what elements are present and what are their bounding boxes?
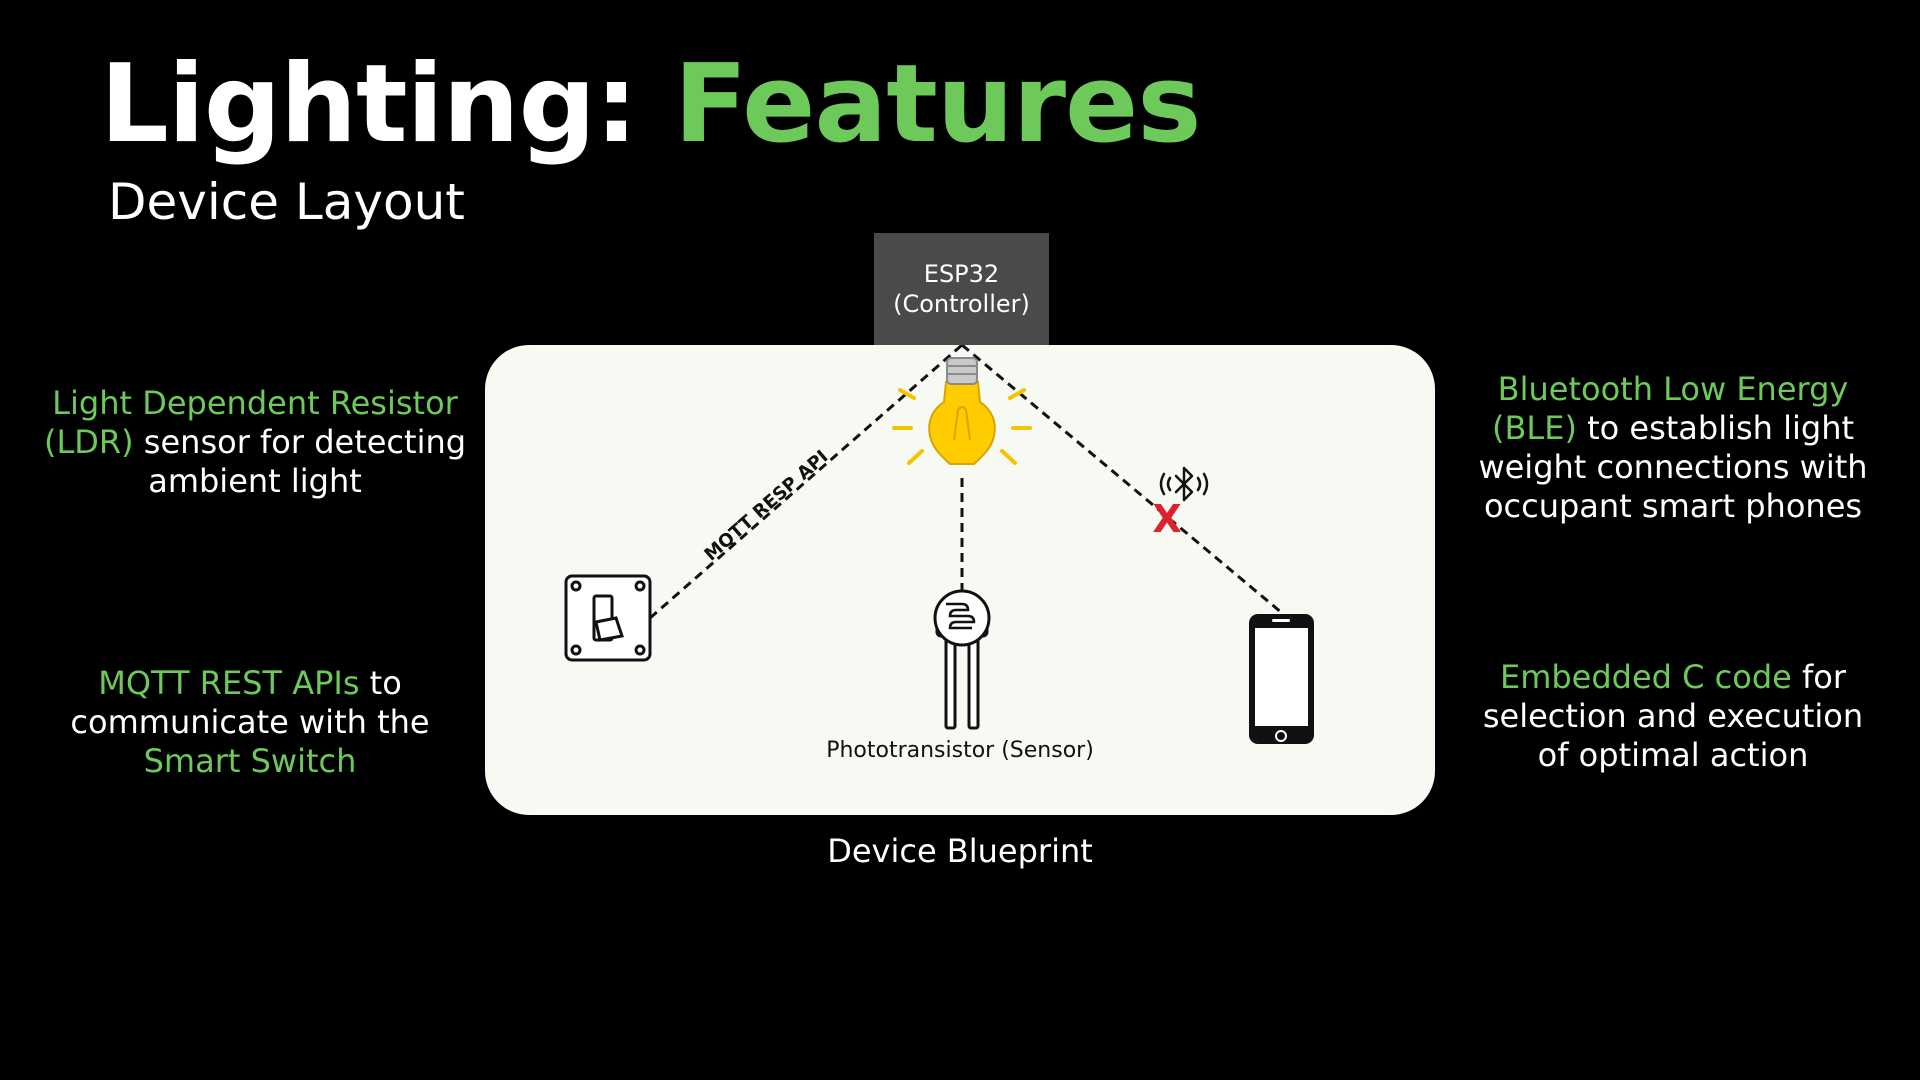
blocked-link-mark: X bbox=[1152, 497, 1181, 541]
ble-note-highlight: Bluetooth Low Energy (BLE) bbox=[1491, 370, 1849, 447]
embedded-c-note: Embedded C code for selection and execut… bbox=[1470, 658, 1876, 775]
light-switch-icon bbox=[564, 574, 652, 662]
ldr-note-highlight: Light Dependent Resistor (LDR) bbox=[43, 384, 458, 461]
link-phone bbox=[961, 343, 1283, 615]
embedded-c-note-text: for selection and execution of optimal a… bbox=[1482, 658, 1864, 774]
link-label: MQTT RESP API bbox=[700, 446, 832, 565]
mqtt-note: MQTT REST APIs to communicate with the S… bbox=[40, 664, 460, 781]
embedded-c-note-highlight: Embedded C code bbox=[1499, 658, 1792, 696]
ldr-note-text: sensor for detecting ambient light bbox=[133, 423, 467, 500]
link-switch bbox=[649, 343, 963, 620]
controller-role: (Controller) bbox=[893, 290, 1030, 318]
mqtt-note-text: to communicate with the bbox=[70, 664, 430, 741]
slide-title: Lighting: Features bbox=[100, 40, 1202, 170]
title-part1: Lighting: bbox=[100, 42, 638, 167]
smartphone-icon bbox=[1249, 614, 1314, 744]
ble-note: Bluetooth Low Energy (BLE) to establish … bbox=[1470, 370, 1876, 526]
phototransistor-icon bbox=[933, 589, 991, 730]
mqtt-note-highlight-switch: Smart Switch bbox=[143, 742, 357, 780]
sensor-label: Phototransistor (Sensor) bbox=[826, 738, 1094, 763]
esp32-controller-box: ESP32 (Controller) bbox=[874, 233, 1049, 345]
bluetooth-icon bbox=[1159, 466, 1209, 502]
ble-note-text: to establish light weight connections wi… bbox=[1478, 409, 1868, 525]
mqtt-note-highlight: MQTT REST APIs bbox=[98, 664, 360, 702]
ldr-note: Light Dependent Resistor (LDR) sensor fo… bbox=[40, 384, 470, 501]
slide-subtitle: Device Layout bbox=[108, 173, 465, 231]
blueprint-caption: Device Blueprint bbox=[827, 832, 1093, 870]
title-part2: Features bbox=[673, 42, 1202, 167]
controller-name: ESP32 bbox=[923, 260, 1000, 288]
light-bulb-icon bbox=[892, 357, 1032, 465]
